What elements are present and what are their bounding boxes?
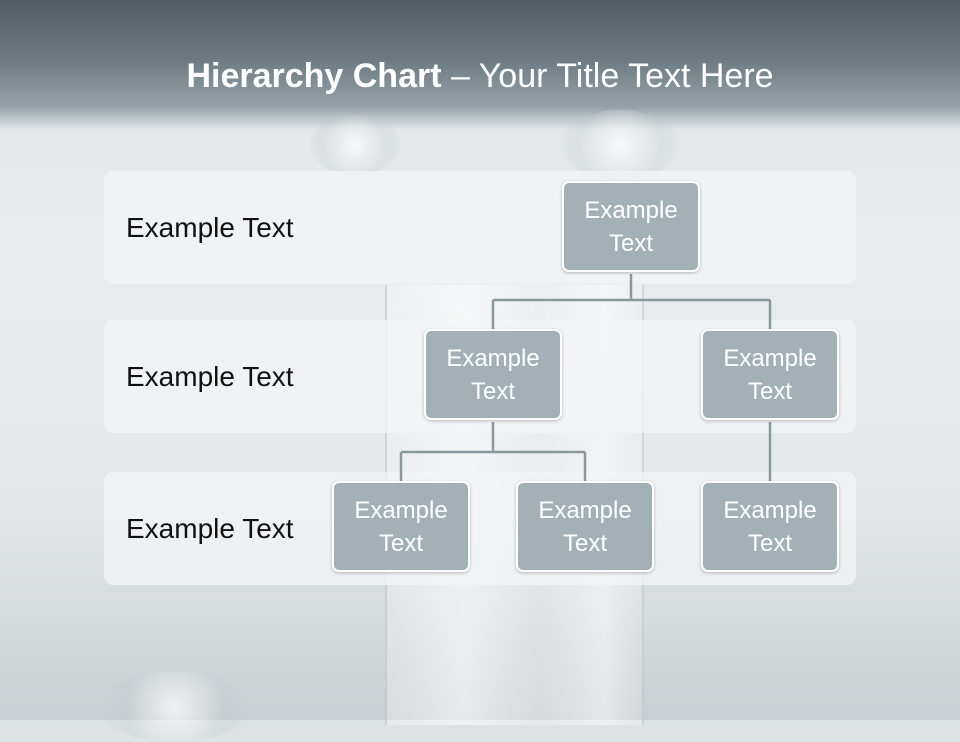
node-text-line2: Text — [747, 529, 792, 557]
connector-left-children — [399, 422, 587, 481]
org-node-root[interactable]: Example Text — [562, 181, 700, 272]
node-text-line2: Text — [378, 529, 423, 557]
node-text-line1: Example — [723, 344, 817, 372]
title-rest: Your Title Text Here — [478, 57, 774, 95]
header-bar — [0, 0, 960, 130]
org-node-level3-right[interactable]: Example Text — [701, 481, 839, 572]
org-node-level3-middle[interactable]: Example Text — [516, 481, 654, 572]
org-node-level2-left[interactable]: Example Text — [424, 329, 562, 420]
node-text-line2: Text — [562, 529, 607, 557]
org-node-level3-left[interactable]: Example Text — [332, 481, 470, 572]
node-text-line1: Example — [446, 344, 540, 372]
node-text-line2: Text — [470, 377, 515, 405]
node-text-line2: Text — [608, 229, 653, 257]
level-label-3: Example Text — [126, 513, 294, 544]
node-text-line2: Text — [747, 377, 792, 405]
background-splash — [310, 115, 400, 175]
level-label-1: Example Text — [126, 212, 294, 243]
level-label-2: Example Text — [126, 361, 294, 392]
background-splash — [560, 110, 680, 180]
org-node-level2-right[interactable]: Example Text — [701, 329, 839, 420]
hierarchy-connectors — [399, 274, 772, 481]
node-text-line1: Example — [723, 496, 817, 524]
node-text-line1: Example — [354, 496, 448, 524]
connector-root-children — [491, 274, 772, 329]
slide-title: Hierarchy Chart – Your Title Text Here — [0, 52, 960, 100]
node-text-line1: Example — [584, 196, 678, 224]
title-bold: Hierarchy Chart — [186, 57, 442, 95]
level-band-1: Example Text — [104, 171, 856, 284]
title-separator: – — [441, 57, 479, 95]
node-text-line1: Example — [538, 496, 632, 524]
